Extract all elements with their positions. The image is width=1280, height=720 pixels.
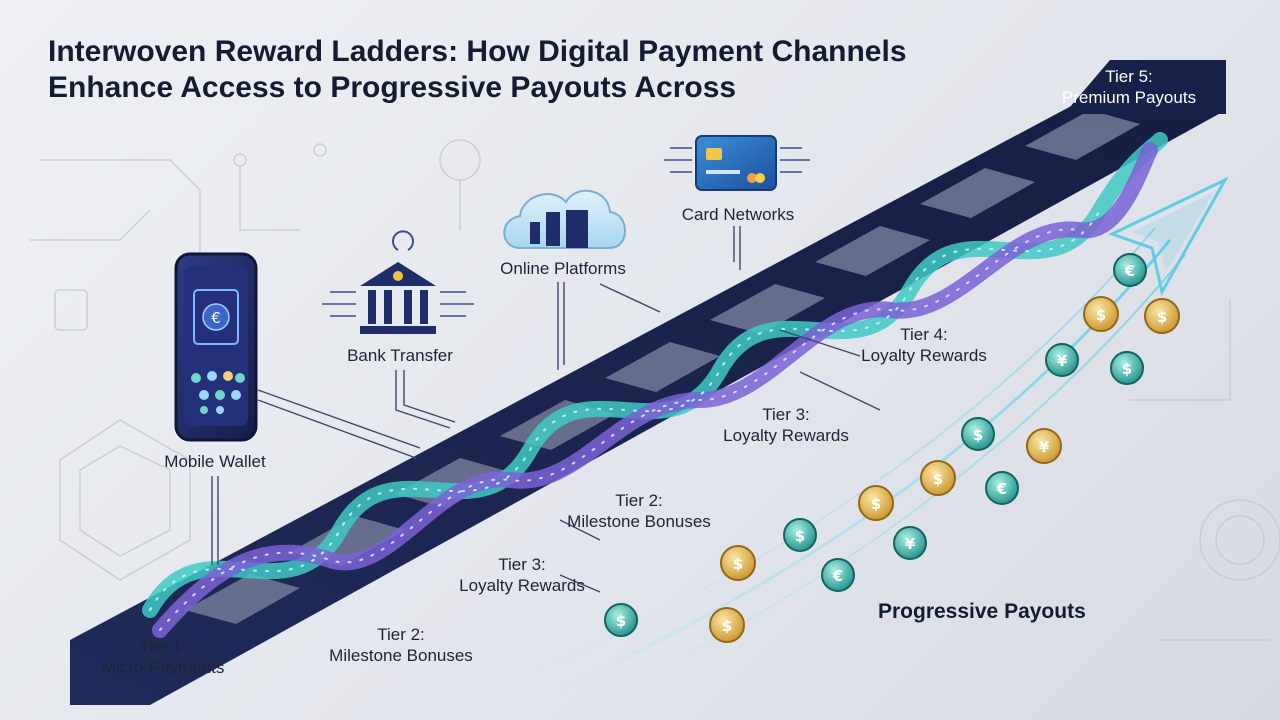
diagram-title: Interwoven Reward Ladders: How Digital P… [48,34,1008,106]
tier-number: Tier 2: [377,625,425,644]
channel-connectors [211,226,881,593]
tier-label-tier4: Tier 4: Loyalty Rewards [854,324,994,366]
tier-label-tier1: Tier 1: Micro-Payments [88,636,238,678]
svg-text:$: $ [1096,306,1106,324]
svg-text:€: € [832,567,843,585]
tier-name: Loyalty Rewards [459,576,585,595]
coin-dollar-teal: $ [961,417,995,451]
interwoven-ribbons [142,132,1168,638]
coin-euro-teal: € [1113,253,1147,287]
coin-dollar-teal: $ [783,518,817,552]
coin-euro-teal: € [821,558,855,592]
coin-dollar-gold: $ [920,460,956,496]
tier-name: Loyalty Rewards [861,346,987,365]
svg-text:$: $ [616,612,626,630]
svg-text:¥: ¥ [1057,352,1068,370]
tier-name: Milestone Bonuses [567,512,711,531]
svg-text:€: € [996,480,1007,498]
tier5-banner [1064,60,1226,114]
svg-text:$: $ [1122,360,1132,378]
tier-label-tier2-upper: Tier 2: Milestone Bonuses [558,490,720,532]
payout-coins: $ $ $ € $ $ ¥ $ € $ ¥ ¥ $ $ $ € [604,253,1180,643]
tier-number: Tier 4: [900,325,948,344]
coin-dollar-teal: $ [604,603,638,637]
channel-label-online-platforms: Online Platforms [500,259,626,278]
svg-text:$: $ [795,527,805,545]
online-platforms-icon [503,189,626,249]
tier-number: Tier 3: [762,405,810,424]
coin-dollar-gold: $ [720,545,756,581]
coin-dollar-gold: $ [709,607,745,643]
tier-name: Micro-Payments [101,658,225,677]
svg-text:$: $ [871,495,881,513]
tier-name: Premium Payouts [1061,88,1197,107]
channel-label-bank-transfer: Bank Transfer [347,346,453,365]
coin-dollar-gold: $ [1144,298,1180,334]
tier-number: Tier 1: [139,637,187,656]
card-networks-icon [664,135,810,191]
tier-number: Tier 5: [1105,67,1153,86]
bank-icon [322,230,474,334]
svg-text:$: $ [1157,308,1167,326]
tier-label-tier5: Tier 5: Premium Payouts [1044,66,1214,108]
svg-text:¥: ¥ [905,535,916,553]
svg-text:$: $ [722,617,732,635]
tier-label-tier2-lower: Tier 2: Milestone Bonuses [320,624,482,666]
channel-label-mobile-wallet: Mobile Wallet [164,452,266,471]
svg-text:¥: ¥ [1039,438,1050,456]
coin-yen-gold: ¥ [1026,428,1062,464]
progressive-payouts-label: Progressive Payouts [878,600,1086,623]
coin-dollar-teal: $ [1110,351,1144,385]
title-line-1: Interwoven Reward Ladders: How Digital P… [48,35,907,68]
svg-text:$: $ [933,470,943,488]
coin-yen-teal: ¥ [893,526,927,560]
svg-text:$: $ [733,555,743,573]
tier-label-tier3-upper: Tier 3: Loyalty Rewards [716,404,856,446]
coin-dollar-gold: $ [858,485,894,521]
title-line-2: Enhance Access to Progressive Payouts Ac… [48,71,737,104]
svg-text:$: $ [973,426,983,444]
progressive-arrow [519,176,1229,701]
svg-text:€: € [1124,262,1135,280]
svg-text:€: € [211,309,221,327]
coin-dollar-gold: $ [1083,296,1119,332]
tier-number: Tier 3: [498,555,546,574]
coin-yen-teal: ¥ [1045,343,1079,377]
tier-name: Loyalty Rewards [723,426,849,445]
channel-label-card-networks: Card Networks [681,205,795,224]
tier-name: Milestone Bonuses [329,646,473,665]
arrow-head [1108,176,1229,297]
tier-number: Tier 2: [615,491,663,510]
coin-euro-teal: € [985,471,1019,505]
mobile-wallet-icon: € [174,252,258,442]
tier-label-tier3-lower: Tier 3: Loyalty Rewards [452,554,592,596]
background-circuit-lines [30,139,1280,641]
